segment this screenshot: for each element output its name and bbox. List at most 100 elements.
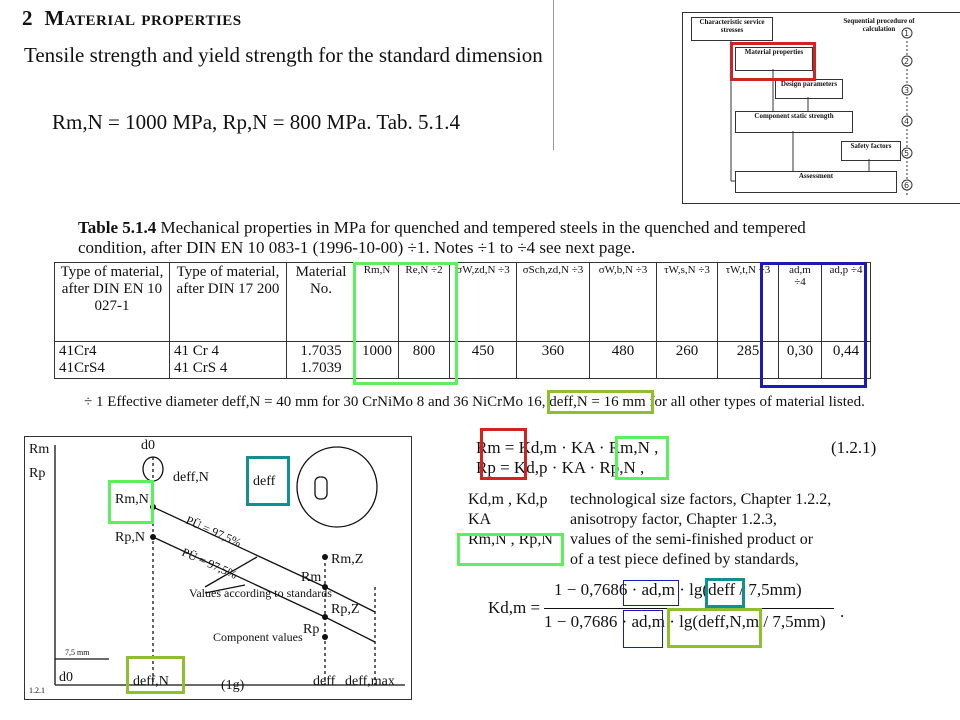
table-row: 41Cr4 41CrS4 41 Cr 4 41 CrS 4 1.7035 1.7…	[54, 341, 871, 379]
flow-arrows: 1 2 3 4 5 6	[730, 27, 913, 195]
flow-num-2: 2	[904, 57, 909, 66]
col-header: τW,t,N ÷3	[717, 262, 779, 342]
flow-num-3: 3	[904, 86, 909, 95]
def-term: KA	[468, 511, 492, 528]
highlight-rm-re-columns	[353, 262, 458, 385]
table-note: ÷ 1 Effective diameter deff,N = 40 mm fo…	[84, 394, 865, 410]
col-header: Material No.	[286, 262, 356, 342]
table-cell: 41Cr4 41CrS4	[54, 341, 170, 379]
flow-step-assessment: Assessment	[735, 171, 897, 193]
equation-rp: Rp = Kd,p · KA · Rp,N ,	[476, 458, 645, 477]
table-caption: Mechanical properties in MPa for quenche…	[78, 218, 806, 257]
equation-number: (1.2.1)	[831, 438, 877, 457]
lbl-rp2: Rp	[303, 622, 319, 637]
def-desc: anisotropy factor, Chapter 1.2.3,	[570, 511, 777, 528]
lbl-values-std: Values according to standards	[189, 586, 332, 600]
table-cell: 260	[656, 341, 718, 379]
lbl-x-1g: (1g)	[221, 678, 245, 693]
lbl-deffN-top: deff,N	[173, 470, 209, 485]
table-cell: 0,30	[778, 341, 822, 379]
highlight-deff-diagram	[246, 456, 290, 506]
col-header: Rm,N	[355, 262, 399, 342]
col-header: σW,b,N ÷3	[589, 262, 657, 342]
highlight-deffN-note	[547, 390, 654, 414]
intro-text: Tensile strength and yield strength for …	[24, 43, 543, 67]
section-number: 2	[22, 6, 33, 30]
col-header: σW,zd,N ÷3	[449, 262, 517, 342]
table-cell: 360	[516, 341, 590, 379]
highlight-rm-rp-lhs	[480, 428, 527, 480]
highlight-rmN-rpN-eq	[615, 436, 669, 480]
def-desc: technological size factors, Chapter 1.2.…	[570, 491, 832, 508]
kdm-denominator: 1 − 0,7686 · ad,m · lg(deff,N,m / 7,5mm)	[544, 612, 826, 631]
table-cell: 41 Cr 4 41 CrS 4	[169, 341, 287, 379]
lbl-rp: Rp	[29, 466, 45, 481]
highlight-rmN-rpN-def	[457, 533, 564, 566]
col-header: σSch,zd,N ÷3	[516, 262, 590, 342]
table-cell: 1000	[355, 341, 399, 379]
col-header: ad,m ÷4	[778, 262, 822, 342]
lbl-x-deff: deff	[313, 674, 336, 689]
flow-num-4: 4	[904, 117, 909, 126]
lbl-rm: Rm	[29, 442, 49, 457]
section-title: 2 Material properties	[22, 6, 242, 31]
flow-step-component: Component static strength	[735, 111, 853, 133]
table-header-row: Type of material, after DIN EN 10 027-1 …	[54, 262, 871, 342]
table-cell: 0,44	[821, 341, 871, 379]
lbl-x-d0: d0	[59, 670, 73, 685]
lbl-x-deffN: deff,N	[133, 674, 169, 689]
mech-table: Type of material, after DIN EN 10 027-1 …	[54, 262, 871, 379]
highlight-ad-columns	[760, 262, 867, 388]
table-cell: 1.7035 1.7039	[286, 341, 356, 379]
lbl-x-deffmax: deff,max	[345, 674, 395, 689]
kdm-end: .	[840, 602, 845, 621]
lbl-axis-mm: 7,5 mm	[65, 648, 90, 657]
def-term: Kd,m , Kd,p	[468, 491, 548, 508]
table-label: Table 5.1.4	[78, 218, 157, 237]
highlight-adm-den	[623, 610, 663, 648]
diagram-svg: Rm Rp d0 deff,N deff Rm,N Rp,N PÜ = 97,5…	[29, 438, 405, 695]
flow-num-6: 6	[904, 181, 909, 190]
flowchart: Characteristic service stresses Sequenti…	[682, 12, 960, 204]
col-header: Type of material, after DIN 17 200	[169, 262, 287, 342]
col-header: Type of material, after DIN EN 10 027-1	[54, 262, 170, 342]
lbl-pu1: PÜ = 97,5%	[184, 513, 244, 550]
table-cell: 450	[449, 341, 517, 379]
def-desc: values of the semi-finished product or	[570, 531, 814, 548]
col-header: τW,s,N ÷3	[656, 262, 718, 342]
col-header: Re,N ÷2	[398, 262, 450, 342]
flow-step-safety: Safety factors	[841, 141, 901, 161]
highlight-deff-eq	[705, 578, 745, 608]
table-title: Table 5.1.4 Mechanical properties in MPa…	[78, 218, 878, 258]
table-cell: 800	[398, 341, 450, 379]
highlight-deffNm-eq	[667, 608, 762, 648]
lbl-rmZ: Rm,Z	[331, 552, 363, 567]
lbl-rpN: Rp,N	[115, 530, 145, 545]
table-cell: 480	[589, 341, 657, 379]
lbl-comp-values: Component values	[213, 630, 303, 644]
divider	[553, 0, 554, 150]
lbl-pu2: PÜ = 97,5%	[180, 545, 240, 582]
table-cell: 285	[717, 341, 779, 379]
flow-header-left: Characteristic service stresses	[691, 17, 773, 41]
def-desc: of a test piece defined by standards,	[570, 551, 799, 568]
lbl-rm2: Rm	[301, 570, 321, 585]
flow-step-material: Material properties	[735, 47, 813, 71]
lbl-fig: 1.2.1	[29, 686, 45, 695]
lbl-d0: d0	[141, 438, 155, 453]
highlight-material-properties	[730, 42, 816, 81]
definitions-list: Kd,m , Kd,p technological size factors, …	[468, 490, 908, 574]
flow-num-1: 1	[904, 29, 909, 38]
highlight-deffN-diagram	[126, 656, 185, 694]
lbl-rpZ: Rp,Z	[331, 602, 359, 617]
equation-rm: Rm = Kd,m · KA · Rm,N ,	[476, 438, 659, 457]
equation-block: Rm = Kd,m · KA · Rm,N , Rp = Kd,p · KA ·…	[476, 438, 876, 484]
section-title-text: Material properties	[44, 6, 242, 30]
highlight-rmN-diagram	[108, 480, 154, 524]
size-factor-diagram: Rm Rp d0 deff,N deff Rm,N Rp,N PÜ = 97,5…	[24, 436, 412, 700]
flow-header-right: Sequential procedure of calculation	[843, 17, 915, 33]
lbl-deff-box: deff	[253, 474, 276, 489]
kdm-numerator: 1 − 0,7686 · ad,m · lg(deff / 7,5mm)	[554, 580, 802, 599]
kdm-lhs: Kd,m =	[488, 598, 541, 617]
lbl-rmN: Rm,N	[115, 492, 149, 507]
